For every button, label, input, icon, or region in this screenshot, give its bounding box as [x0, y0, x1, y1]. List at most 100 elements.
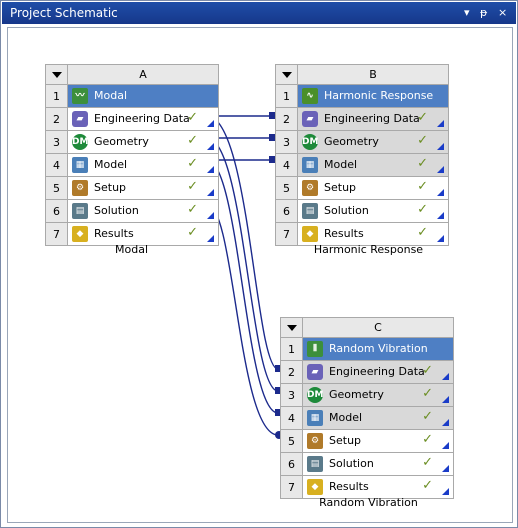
cell-label: Solution [329, 457, 374, 470]
cell-label: Setup [94, 181, 127, 194]
model-icon: ▦ [307, 410, 323, 426]
row-number: 7 [275, 222, 298, 246]
system-c-model-cell[interactable]: ▦ Model ✓ [302, 406, 454, 430]
context-arrow-icon[interactable] [442, 465, 449, 472]
row-number: 3 [275, 130, 298, 154]
cell-label: Model [324, 158, 358, 171]
system-c-menu-button[interactable] [280, 317, 303, 338]
cell-label: Solution [324, 204, 369, 217]
context-arrow-icon[interactable] [442, 442, 449, 449]
system-c-letter: C [302, 317, 454, 338]
system-b-setup-cell[interactable]: ⚙ Setup ✓ [297, 176, 449, 200]
row-number: 5 [280, 429, 303, 453]
system-c-setup-cell[interactable]: ⚙ Setup ✓ [302, 429, 454, 453]
system-a-caption[interactable]: Modal [115, 243, 148, 256]
cell-label: Engineering Data [94, 112, 190, 125]
row-number: 4 [45, 153, 68, 177]
row-number: 1 [45, 84, 68, 108]
context-arrow-icon[interactable] [442, 488, 449, 495]
context-arrow-icon[interactable] [207, 235, 214, 242]
context-arrow-icon[interactable] [207, 212, 214, 219]
context-arrow-icon[interactable] [437, 212, 444, 219]
solution-icon: ▤ [307, 456, 323, 472]
system-b-title-cell[interactable]: ∿ Harmonic Response [297, 84, 449, 108]
system-a-model-cell[interactable]: ▦ Model ✓ [67, 153, 219, 177]
system-b-menu-button[interactable] [275, 64, 298, 85]
system-c-solution-cell[interactable]: ▤ Solution ✓ [302, 452, 454, 476]
system-b-model-cell[interactable]: ▦ Model ✓ [297, 153, 449, 177]
cell-label: Random Vibration [329, 342, 428, 355]
context-arrow-icon[interactable] [437, 120, 444, 127]
row-number: 2 [275, 107, 298, 131]
geometry-icon: DM [307, 387, 323, 403]
row-number: 6 [45, 199, 68, 223]
system-c-geometry-cell[interactable]: DM Geometry ✓ [302, 383, 454, 407]
system-a-engineering-data-cell[interactable]: ▰ Engineering Data ✓ [67, 107, 219, 131]
cell-label: Solution [94, 204, 139, 217]
system-a-results-cell[interactable]: ◆ Results ✓ [67, 222, 219, 246]
check-icon: ✓ [417, 110, 428, 125]
context-arrow-icon[interactable] [207, 189, 214, 196]
system-a-solution-cell[interactable]: ▤ Solution ✓ [67, 199, 219, 223]
dropdown-icon[interactable]: ▾ [464, 6, 470, 19]
context-arrow-icon[interactable] [442, 419, 449, 426]
system-a-geometry-cell[interactable]: DM Geometry ✓ [67, 130, 219, 154]
system-b-engineering-data-cell[interactable]: ▰ Engineering Data ✓ [297, 107, 449, 131]
system-c-title-cell[interactable]: ⫴ Random Vibration [302, 337, 454, 361]
system-c[interactable]: C 1 ⫴ Random Vibration 2 ▰ Engineering D… [280, 317, 454, 499]
cell-label: Engineering Data [324, 112, 420, 125]
row-number: 5 [275, 176, 298, 200]
cell-label: Modal [94, 89, 127, 102]
check-icon: ✓ [187, 225, 198, 240]
system-b-results-cell[interactable]: ◆ Results ✓ [297, 222, 449, 246]
system-c-engineering-data-cell[interactable]: ▰ Engineering Data ✓ [302, 360, 454, 384]
system-a-title-cell[interactable]: 〰 Modal [67, 84, 219, 108]
context-arrow-icon[interactable] [207, 143, 214, 150]
system-b[interactable]: B 1 ∿ Harmonic Response 2 ▰ Engineering … [275, 64, 449, 246]
row-number: 2 [280, 360, 303, 384]
cell-label: Model [94, 158, 128, 171]
system-b-caption[interactable]: Harmonic Response [313, 243, 424, 256]
results-icon: ◆ [307, 479, 323, 495]
context-arrow-icon[interactable] [442, 373, 449, 380]
link-a3-c3 [206, 137, 279, 392]
row-number: 1 [280, 337, 303, 361]
system-a[interactable]: A 1 〰 Modal 2 ▰ Engineering Data ✓ 3 DM … [45, 64, 219, 246]
modal-icon: 〰 [72, 88, 88, 104]
link-anchor-c3 [275, 387, 282, 394]
cell-label: Setup [329, 434, 362, 447]
context-arrow-icon[interactable] [442, 396, 449, 403]
row-number: 5 [45, 176, 68, 200]
context-arrow-icon[interactable] [437, 166, 444, 173]
check-icon: ✓ [187, 156, 198, 171]
system-b-geometry-cell[interactable]: DM Geometry ✓ [297, 130, 449, 154]
system-a-menu-button[interactable] [45, 64, 68, 85]
check-icon: ✓ [187, 110, 198, 125]
results-icon: ◆ [302, 226, 318, 242]
link-a2-c2 [206, 115, 279, 370]
context-arrow-icon[interactable] [437, 143, 444, 150]
system-a-setup-cell[interactable]: ⚙ Setup ✓ [67, 176, 219, 200]
harmonic-response-icon: ∿ [302, 88, 318, 104]
check-icon: ✓ [422, 478, 433, 493]
cell-label: Results [329, 480, 369, 493]
engineering-data-icon: ▰ [302, 111, 318, 127]
system-a-letter: A [67, 64, 219, 85]
system-c-results-cell[interactable]: ◆ Results ✓ [302, 475, 454, 499]
solution-icon: ▤ [72, 203, 88, 219]
context-arrow-icon[interactable] [207, 120, 214, 127]
link-a4-c4 [206, 159, 279, 414]
link-anchor-b3 [269, 134, 276, 141]
geometry-icon: DM [72, 134, 88, 150]
pin-icon[interactable]: ᵽ [480, 6, 488, 19]
system-b-solution-cell[interactable]: ▤ Solution ✓ [297, 199, 449, 223]
model-icon: ▦ [72, 157, 88, 173]
context-arrow-icon[interactable] [207, 166, 214, 173]
context-arrow-icon[interactable] [437, 189, 444, 196]
system-c-caption[interactable]: Random Vibration [319, 496, 418, 509]
row-number: 6 [280, 452, 303, 476]
close-icon[interactable]: × [498, 6, 508, 19]
cell-label: Harmonic Response [324, 89, 434, 102]
row-number: 2 [45, 107, 68, 131]
context-arrow-icon[interactable] [437, 235, 444, 242]
